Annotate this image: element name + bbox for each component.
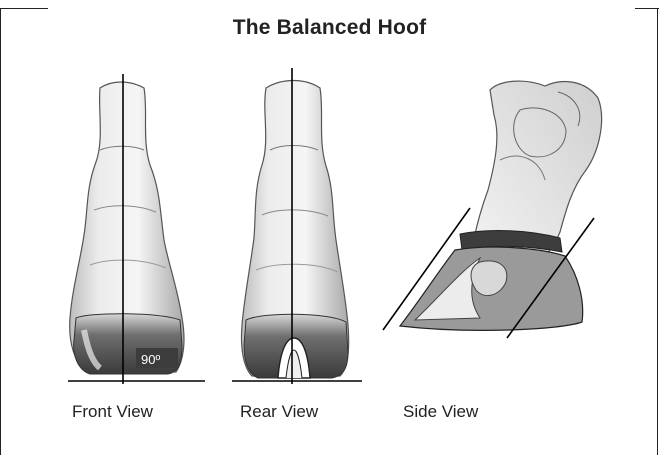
side-view-drawing [383, 81, 602, 338]
front-view-drawing: 90º [68, 74, 205, 384]
rear-view-drawing [232, 68, 362, 384]
rear-view-caption: Rear View [240, 402, 318, 422]
front-view-caption: Front View [72, 402, 153, 422]
side-view-caption: Side View [403, 402, 478, 422]
angle-label: 90º [141, 352, 160, 367]
